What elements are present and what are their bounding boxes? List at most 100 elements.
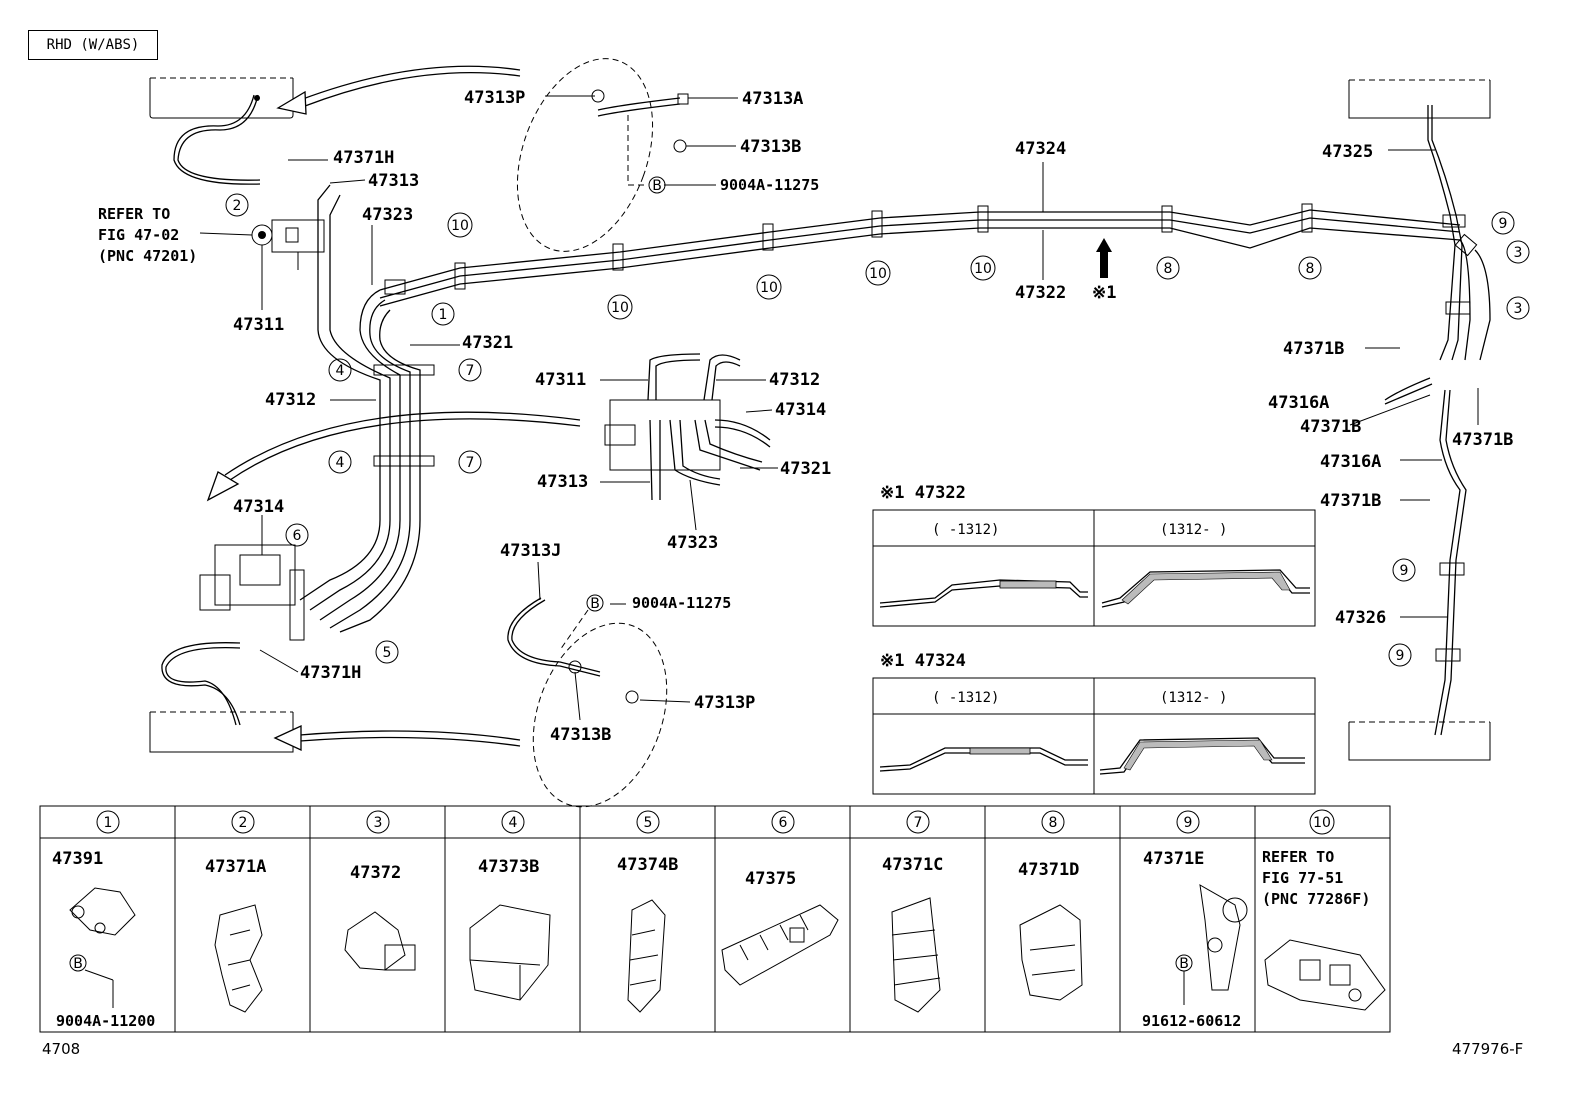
hose-front-left [173, 94, 261, 185]
svg-text:8: 8 [1306, 261, 1315, 277]
callout-7-a: 7 [458, 358, 482, 382]
part-sketch-9: B [1175, 884, 1248, 1005]
wheel-box-front-left [149, 77, 294, 119]
callout-6: 6 [285, 523, 309, 547]
refer-line2: FIG 47-02 [98, 226, 179, 244]
svg-text:9: 9 [1396, 648, 1405, 664]
svg-text:47372: 47372 [350, 863, 401, 883]
svg-text:B: B [73, 956, 83, 972]
svg-text:10: 10 [1313, 815, 1331, 831]
svg-text:( -1312): ( -1312) [932, 522, 999, 538]
label-47371H-bottom: 47371H [300, 663, 361, 683]
svg-text:4: 4 [336, 455, 345, 471]
refer-line3: (PNC 47201) [98, 247, 197, 265]
svg-text:10: 10 [869, 266, 887, 282]
detail-oval-top [516, 58, 654, 252]
label-47323-mid: 47323 [667, 533, 718, 553]
arrow-note-1-head [1096, 238, 1112, 252]
label-47371B-3: 47371B [1452, 430, 1513, 450]
svg-text:B: B [590, 596, 600, 612]
svg-text:2: 2 [233, 198, 242, 214]
part-sketch-10 [1264, 939, 1386, 1011]
label-47323-top: 47323 [362, 205, 413, 225]
brake-lines-right [1384, 105, 1491, 736]
svg-text:91612-60612: 91612-60612 [1142, 1012, 1241, 1030]
label-47371B-2: 47371B [1300, 417, 1361, 437]
svg-text:9: 9 [1400, 563, 1409, 579]
callout-4-b: 4 [328, 450, 352, 474]
clamps-right [1435, 214, 1478, 662]
svg-text:2: 2 [239, 815, 248, 831]
svg-text:3: 3 [1514, 301, 1523, 317]
label-47314-left: 47314 [233, 497, 284, 517]
label-47313A: 47313A [742, 89, 803, 109]
svg-text:47374B: 47374B [617, 855, 678, 875]
label-47325: 47325 [1322, 142, 1373, 162]
svg-text:9004A-11200: 9004A-11200 [56, 1012, 155, 1030]
label-47371B-4: 47371B [1320, 491, 1381, 511]
parts-col-8-head: 8 [1041, 810, 1065, 834]
parts-table: 1 2 3 4 5 6 7 8 9 10 47391 9004A-11200 4… [39, 805, 1391, 1033]
label-47313P-bottom: 47313P [694, 693, 755, 713]
abs-actuator [199, 515, 296, 611]
svg-text:(1312- ): (1312- ) [1160, 690, 1227, 706]
arrow-to-front-wheel [276, 65, 521, 115]
parts-col-10-head: 10 [1309, 809, 1335, 835]
parts-col-5-head: 5 [636, 810, 660, 834]
part-sketch-6 [721, 904, 839, 986]
variant-table-47324: ※1 47324 ( -1312) (1312- ) [872, 651, 1316, 795]
svg-text:47371E: 47371E [1143, 849, 1204, 869]
callout-4-a: 4 [328, 358, 352, 382]
svg-text:7: 7 [466, 455, 475, 471]
part-sketch-3 [344, 911, 416, 971]
parts-col-4-head: 4 [501, 810, 525, 834]
brake-lines-main [379, 209, 1461, 307]
label-47316A-2: 47316A [1320, 452, 1381, 472]
callout-9-b: 9 [1392, 558, 1416, 582]
part-sketch-4 [469, 904, 551, 1001]
refer-line1: REFER TO [98, 205, 170, 223]
parts-col-9-head: 9 [1176, 810, 1200, 834]
svg-text:47373B: 47373B [478, 857, 539, 877]
note-mark-main: ※1 [1092, 283, 1116, 303]
svg-text:4: 4 [336, 363, 345, 379]
callout-9-a: 9 [1491, 211, 1515, 235]
svg-text:(1312- ): (1312- ) [1160, 522, 1227, 538]
label-47326: 47326 [1335, 608, 1386, 628]
wheel-box-rear-right [1348, 721, 1491, 761]
clamp-6 [289, 569, 305, 641]
callout-9-c: 9 [1388, 643, 1412, 667]
callout-8-a: 8 [1156, 256, 1180, 280]
hose-rear-left [161, 642, 241, 726]
svg-text:47371A: 47371A [205, 857, 266, 877]
label-47311-mid: 47311 [535, 370, 586, 390]
arrow-note-1-stem [1100, 250, 1108, 278]
callouts: 2 10 1 10 10 10 10 8 8 9 3 3 4 7 4 7 6 5… [225, 176, 1530, 667]
callout-10-d: 10 [865, 260, 891, 286]
svg-text:※1 47324: ※1 47324 [880, 651, 966, 671]
label-47371H-top: 47371H [333, 148, 394, 168]
parts-col-1-head: 1 [96, 810, 120, 834]
label-47321-left: 47321 [462, 333, 513, 353]
label-47313J: 47313J [500, 541, 561, 561]
svg-text:3: 3 [374, 815, 383, 831]
svg-text:47391: 47391 [52, 849, 103, 869]
svg-text:6: 6 [293, 528, 302, 544]
label-47314-mid: 47314 [775, 400, 826, 420]
svg-text:9: 9 [1184, 815, 1193, 831]
variant-table-47322: ※1 47322 ( -1312) (1312- ) [872, 483, 1316, 627]
brake-lines-vertical [299, 184, 421, 633]
label-47324: 47324 [1015, 139, 1066, 159]
variant-box: RHD (W/ABS) [28, 30, 158, 60]
parts-col-6-head: 6 [771, 810, 795, 834]
callout-10-c: 10 [756, 274, 782, 300]
part-sketch-7 [891, 897, 941, 1013]
part-sketch-1: B [69, 887, 136, 1008]
label-9004A-top: 9004A-11275 [720, 176, 819, 194]
parts-col-3-head: 3 [366, 810, 390, 834]
part-sketch-5 [627, 899, 666, 1013]
label-47313-top: 47313 [368, 171, 419, 191]
callout-3-b: 3 [1506, 296, 1530, 320]
label-47312-mid: 47312 [769, 370, 820, 390]
